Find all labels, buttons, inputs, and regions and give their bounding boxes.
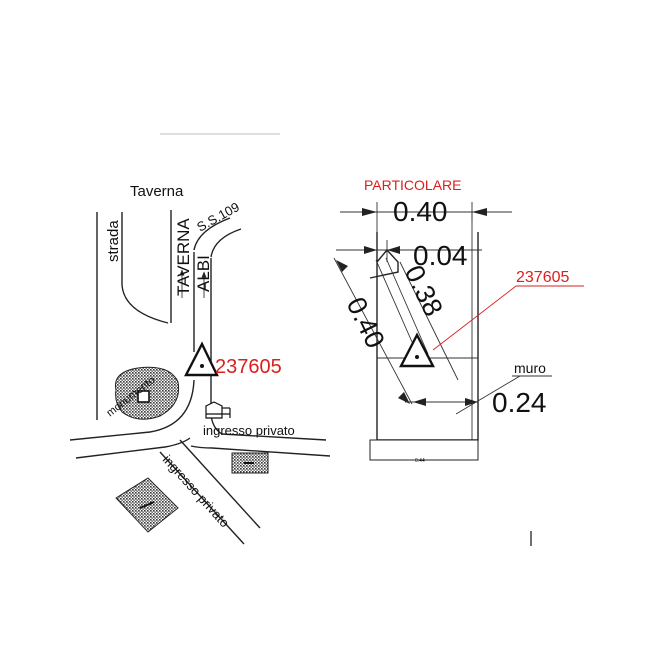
small-building [205,401,231,419]
dim-bottom-small: 0.44 [415,458,425,464]
dim-left-line [333,257,413,405]
building-lower-mark [139,501,155,509]
base-plate [369,439,479,461]
label-private-entrance-1: ingresso privato [203,423,295,438]
dim-wall: 0.24 [492,387,547,418]
wall-leader-line [455,375,521,415]
dim-width-top: 0.40 [393,196,448,227]
road-ss109-left-edge [193,217,231,251]
diag-line-a [375,259,413,343]
road-private-diag-top [179,439,261,529]
road-ss109-right-edge [210,228,242,258]
benchmark-symbol-detail [399,332,435,368]
road-private-upper [190,445,331,457]
label-strada: strada [105,220,122,262]
road-lower-horizontal [75,437,191,459]
road-private-diag-bottom [159,451,245,545]
dim-offset-arrow-left [364,246,377,254]
dim-left-arrow-bottom [398,392,410,404]
dim-offset: 0.04 [413,240,468,271]
label-road-taverna: TAVERNA [174,218,193,296]
dim-wall-arrow-right [465,398,478,406]
diag-line-c [385,257,429,355]
dim-left: 0.40 [341,292,391,352]
label-benchmark-map: 237605 [215,356,282,378]
monument-marker [137,390,150,403]
label-muro: muro [514,360,546,376]
dim-wall-arrow-left [413,398,426,406]
label-road-albi: ALBI [194,255,213,292]
road-taverna-left-edge [121,212,169,324]
label-road-code: S.S.109 [194,199,242,235]
benchmark-symbol-map [184,341,219,377]
dim-top-arrow-right [472,208,487,216]
label-private-entrance-2: ingresso privato [160,452,233,530]
site-map: Taverna strada TAVERNA ALBI S.S.109 monu… [69,183,331,545]
label-taverna-place: Taverna [130,183,184,200]
detail-title: PARTICOLARE [364,177,462,193]
dim-left-arrow-top [336,260,348,272]
dim-top-arrow-left [362,208,377,216]
diag-line-b [399,261,459,381]
benchmark-leader-line [432,285,517,351]
label-benchmark-detail: 237605 [516,269,569,286]
road-curve-left [69,379,195,441]
benchmark-chamfer [369,248,399,279]
dim-offset-arrow-right [387,246,400,254]
detail-drawing: PARTICOLARE 0.44 0.40 0.04 0.40 0.38 [333,177,584,464]
